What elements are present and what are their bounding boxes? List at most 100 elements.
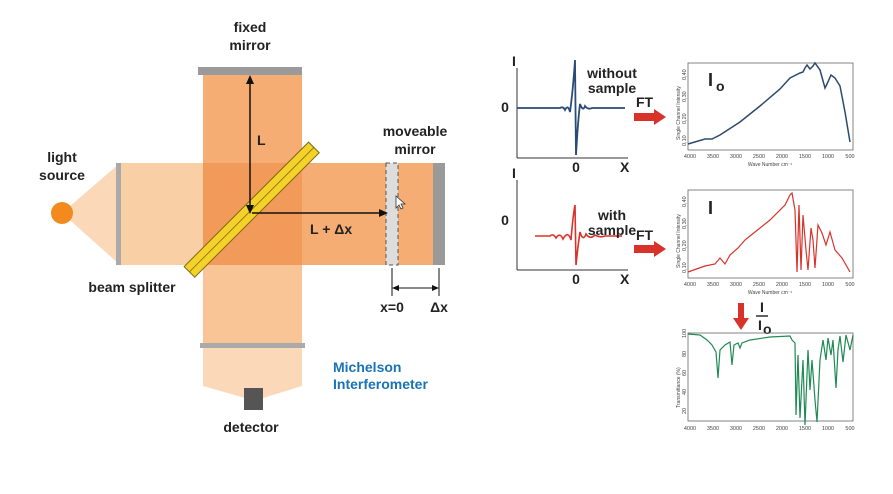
- fixed-mirror-label: fixed: [234, 19, 267, 35]
- x-ticks: 4000 3500 3000 2500 2000 1500 1000 500: [684, 154, 855, 160]
- detector-icon: [244, 388, 263, 410]
- moveable-mirror-zero-position: [385, 162, 399, 266]
- spectrum-label: I: [708, 70, 713, 90]
- svg-text:3500: 3500: [707, 154, 719, 160]
- svg-text:4000: 4000: [684, 426, 696, 432]
- svg-text:0,30: 0,30: [682, 218, 688, 229]
- moveable-mirror-label-2: mirror: [394, 141, 436, 157]
- svg-text:0,30: 0,30: [682, 91, 688, 102]
- y-zero-label: 0: [501, 212, 509, 228]
- ratio-denominator: I: [758, 317, 762, 333]
- ft-label: FT: [636, 227, 654, 243]
- light-cone: [62, 163, 120, 265]
- fixed-mirror-label-2: mirror: [229, 37, 271, 53]
- beam-splitter-window: [116, 163, 121, 265]
- light-source-label-2: source: [39, 167, 85, 183]
- L-plus-dx-label: L + Δx: [310, 221, 352, 237]
- x-zero-label: 0: [572, 159, 580, 175]
- interferogram-without-sample: I 0 0 X without sample FT: [501, 53, 666, 175]
- light-source-label: light: [47, 149, 77, 165]
- svg-text:60: 60: [682, 370, 688, 376]
- caption: without: [586, 65, 637, 81]
- svg-text:4000: 4000: [684, 282, 696, 288]
- caption-2: sample: [588, 80, 636, 96]
- mouse-cursor-icon: [395, 195, 407, 210]
- transmittance-spectrum: Transmittance (%) 100 80 60 40 20 4000 3…: [676, 329, 855, 432]
- beam-splitter-label: beam splitter: [88, 279, 176, 295]
- spectrum-trace: [687, 191, 851, 273]
- ratio-operation: I I o: [733, 299, 772, 337]
- spectrum-label: I: [708, 198, 713, 218]
- x-ticks: 4000 3500 3000 2500 2000 1500 1000 500: [684, 426, 855, 432]
- michelson-title: Michelson: [333, 359, 401, 375]
- transmittance-trace: [687, 333, 854, 426]
- svg-text:2000: 2000: [776, 282, 788, 288]
- y-axis-title: Transmittance (%): [676, 367, 682, 408]
- x-axis-label: X: [620, 159, 630, 175]
- svg-text:40: 40: [682, 389, 688, 395]
- svg-text:1000: 1000: [822, 426, 834, 432]
- x-axis-title: Wave Number cm⁻¹: [748, 290, 792, 296]
- svg-text:2500: 2500: [753, 154, 765, 160]
- svg-text:1500: 1500: [799, 282, 811, 288]
- fixed-mirror: [198, 67, 302, 75]
- caption-2: sample: [588, 222, 636, 238]
- svg-text:1500: 1500: [799, 154, 811, 160]
- svg-text:3000: 3000: [730, 154, 742, 160]
- y-axis-label: I: [512, 53, 516, 69]
- svg-text:1000: 1000: [822, 154, 834, 160]
- y-ticks: 0,40 0,30 0,20 0,10: [682, 69, 688, 146]
- vertical-beam-lower: [203, 265, 302, 345]
- light-source-icon: [51, 202, 73, 224]
- svg-text:0,10: 0,10: [682, 262, 688, 273]
- y-ticks: 0,40 0,30 0,20 0,10: [682, 196, 688, 273]
- ft-arrow-icon: [634, 241, 666, 257]
- svg-text:1000: 1000: [822, 282, 834, 288]
- detector-label: detector: [223, 419, 279, 435]
- svg-text:1500: 1500: [799, 426, 811, 432]
- svg-text:0,40: 0,40: [682, 196, 688, 207]
- down-arrow-icon: [733, 303, 749, 330]
- moveable-mirror-label: moveable: [383, 123, 448, 139]
- y-axis-title: Single Channel Intensity: [676, 86, 682, 140]
- svg-text:2500: 2500: [753, 426, 765, 432]
- svg-text:2000: 2000: [776, 154, 788, 160]
- L-label: L: [257, 132, 266, 148]
- svg-text:0,40: 0,40: [682, 69, 688, 80]
- svg-text:80: 80: [682, 351, 688, 357]
- y-zero-label: 0: [501, 99, 509, 115]
- svg-text:0,10: 0,10: [682, 135, 688, 146]
- ratio-denominator-subscript: o: [763, 321, 772, 337]
- caption: with: [597, 207, 626, 223]
- horizontal-beam-left: [120, 163, 203, 265]
- svg-text:2500: 2500: [753, 282, 765, 288]
- y-ticks: 100 80 60 40 20: [682, 329, 688, 414]
- spectrum-trace: [687, 61, 851, 145]
- y-axis-title: Single Channel Intensity: [676, 214, 682, 268]
- svg-text:20: 20: [682, 408, 688, 414]
- distance-arrows: [246, 75, 440, 296]
- spectrum-I0: I o Single Channel Intensity 0,40 0,30 0…: [676, 61, 855, 168]
- interferogram-with-sample: I 0 0 X with sample FT: [501, 165, 666, 287]
- x-axis-label: X: [620, 271, 630, 287]
- x-zero-label: 0: [572, 271, 580, 287]
- svg-text:0,20: 0,20: [682, 113, 688, 124]
- spectrum-label-subscript: o: [716, 78, 725, 94]
- svg-text:3500: 3500: [707, 282, 719, 288]
- svg-text:3500: 3500: [707, 426, 719, 432]
- svg-text:3000: 3000: [730, 282, 742, 288]
- x-axis-title: Wave Number cm⁻¹: [748, 162, 792, 168]
- moveable-mirror: [433, 163, 445, 265]
- interferogram-trace: [517, 59, 625, 156]
- michelson-interferometer: fixed mirror moveable mirror light sourc…: [39, 19, 448, 435]
- ft-label: FT: [636, 94, 654, 110]
- svg-text:100: 100: [682, 329, 688, 338]
- y-axis-label: I: [512, 165, 516, 181]
- svg-text:500: 500: [845, 282, 854, 288]
- ratio-numerator: I: [760, 299, 764, 315]
- svg-text:500: 500: [845, 154, 854, 160]
- svg-text:0,20: 0,20: [682, 240, 688, 251]
- detector-beam: [203, 348, 302, 386]
- svg-text:4000: 4000: [684, 154, 696, 160]
